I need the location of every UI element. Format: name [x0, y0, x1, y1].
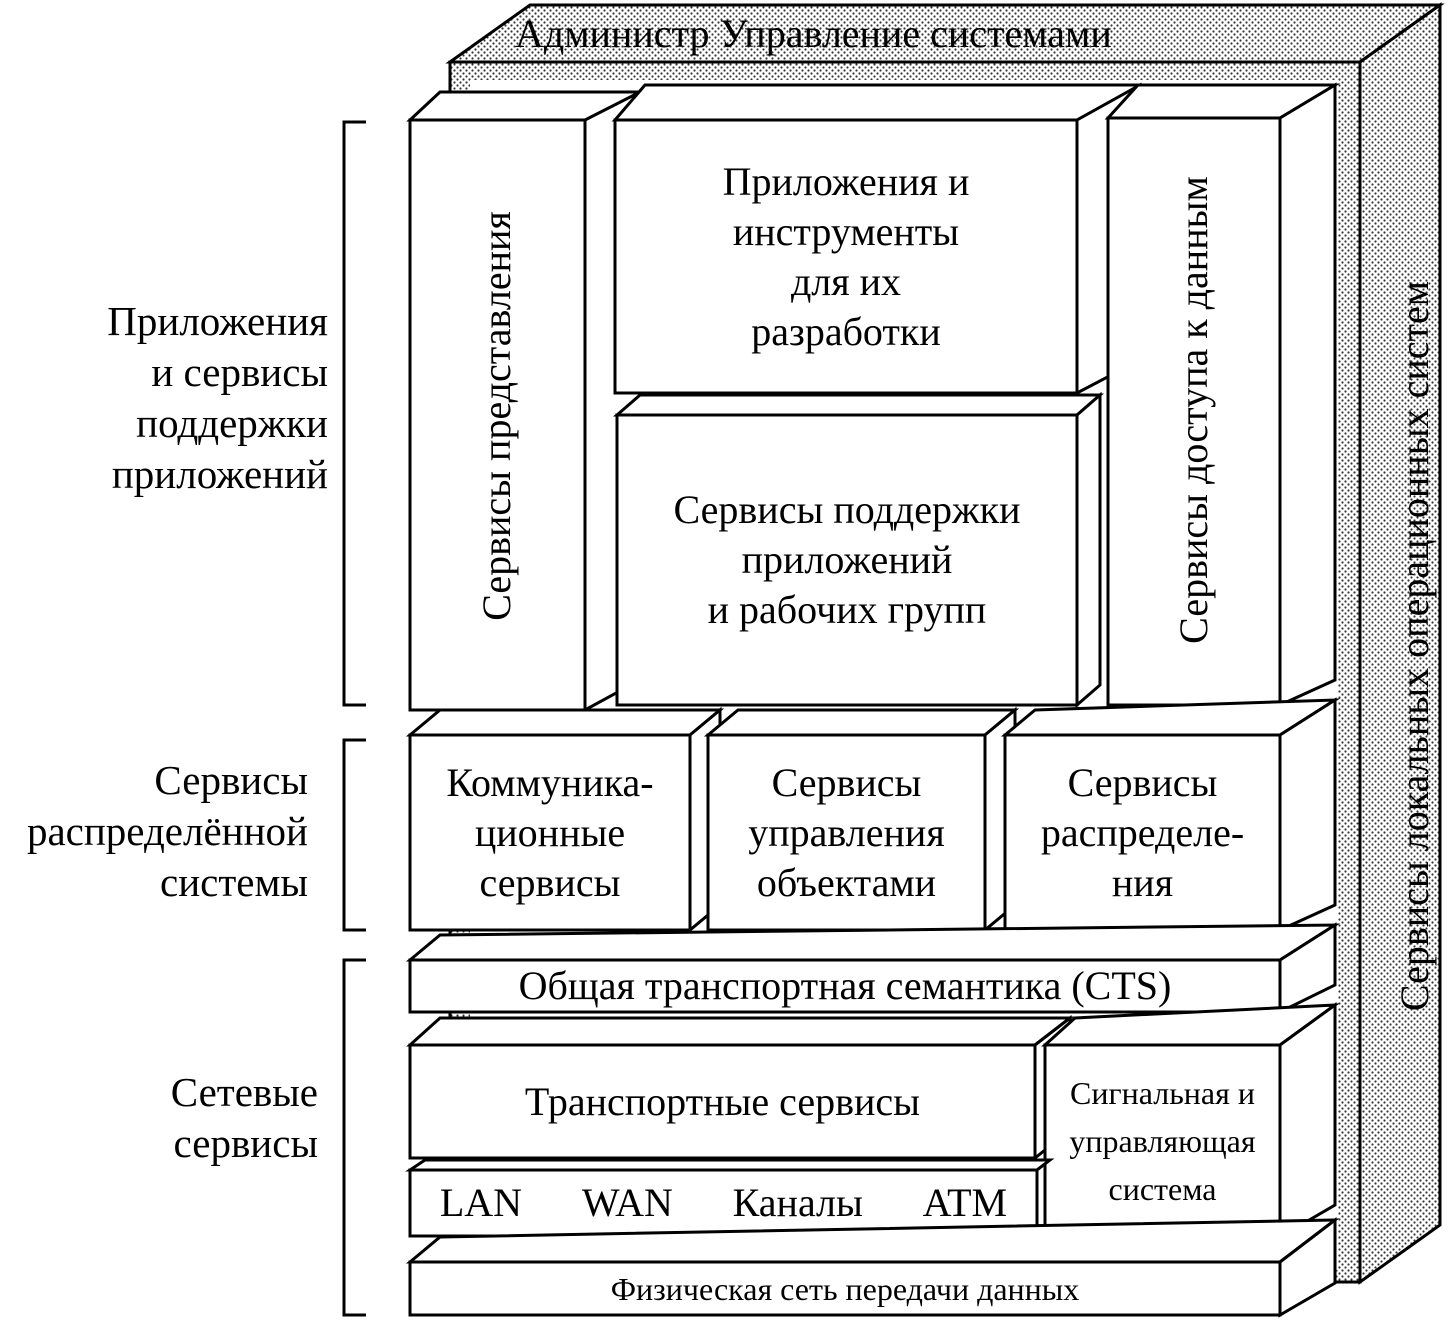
network-lan: LAN: [439, 1180, 523, 1225]
apps-tools-label: Приложения и инструменты для их разработ…: [722, 158, 970, 354]
distribution-label: Сервисы распределе- ния: [1040, 759, 1245, 905]
cts-box: [405, 922, 1341, 1015]
top-band-label: Администр Управление системами: [515, 11, 1112, 56]
network-channels: Каналы: [732, 1180, 863, 1225]
communication-label: Коммуника- ционные сервисы: [446, 759, 654, 905]
distribution-box: [1000, 697, 1341, 933]
network-wan: WAN: [581, 1180, 673, 1225]
communication-box: [405, 706, 725, 934]
signaling-box: [1041, 1002, 1340, 1240]
networks-row: LAN WAN Каналы ATM: [410, 1170, 1037, 1236]
networks-box: [405, 1158, 1055, 1238]
object-mgmt-label: Сервисы управления объектами: [748, 759, 945, 905]
bracket-applications: [342, 120, 366, 707]
group-label-network: Сетевые сервисы: [170, 1069, 318, 1166]
data-access-label: Сервисы доступа к данным: [1171, 176, 1216, 644]
physical-label: Физическая сеть передачи данных: [610, 1270, 1080, 1307]
group-label-distributed: Сервисы распределённой системы: [26, 757, 308, 905]
bracket-network: [342, 958, 366, 1317]
apps-tools-box: [611, 82, 1146, 396]
app-support-box: [612, 391, 1105, 709]
signaling-label: Сигнальная и управляющая система: [1069, 1075, 1256, 1207]
network-atm: ATM: [922, 1180, 1008, 1225]
presentation-services-box: [406, 89, 644, 713]
cts-label: Общая транспортная семантика (CTS): [518, 963, 1172, 1008]
app-support-label: Сервисы поддержки приложений и рабочих г…: [673, 487, 1021, 632]
physical-box: [405, 1216, 1340, 1318]
group-label-applications: Приложения и сервисы поддержки приложени…: [107, 298, 328, 497]
presentation-services-label: Сервисы представления: [474, 211, 519, 621]
transport-label: Транспортные сервисы: [524, 1078, 921, 1124]
right-band-label: Сервисы локальных операционных систем: [1392, 280, 1437, 1012]
object-mgmt-box: [703, 706, 1020, 934]
transport-box: [406, 1014, 1075, 1162]
data-access-box: [1104, 82, 1341, 708]
bracket-distributed: [342, 738, 366, 932]
